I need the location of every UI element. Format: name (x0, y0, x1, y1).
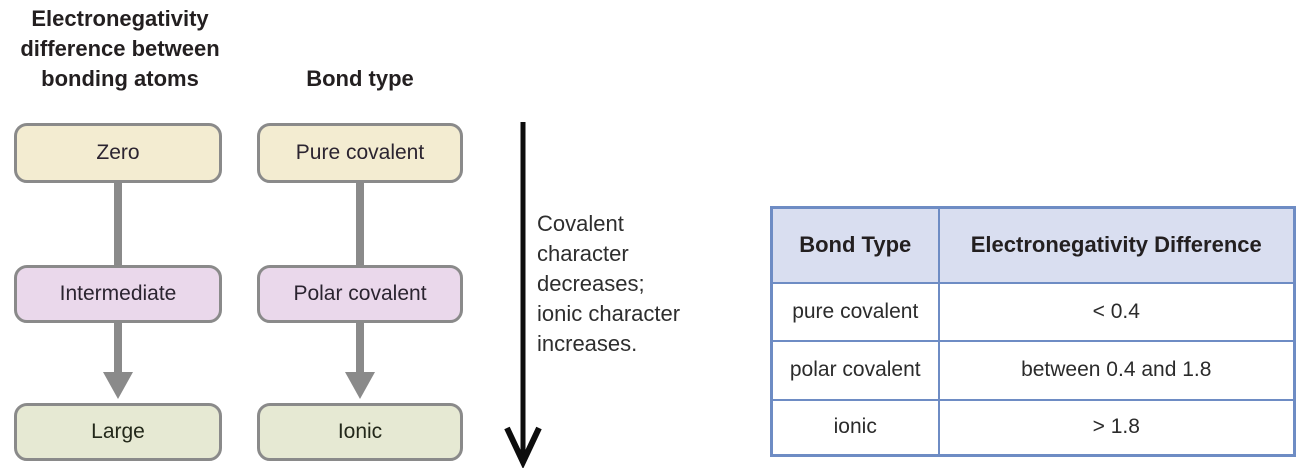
header-line: Electronegativity (31, 6, 209, 31)
table-row: pure covalent < 0.4 (770, 281, 1296, 342)
table-row: polar covalent between 0.4 and 1.8 (770, 339, 1296, 401)
trend-note-line: ionic character (537, 301, 681, 326)
cell-bond-type: ionic (770, 398, 940, 457)
flow-box-polar-covalent: Polar covalent (257, 265, 463, 323)
table-header-electronegativity-difference: Electronegativity Difference (937, 206, 1296, 284)
flow-box-ionic: Ionic (257, 403, 463, 461)
header-line: difference between (20, 36, 220, 61)
flow-box-large: Large (14, 403, 222, 461)
electronegativity-table: Bond Type Electronegativity Difference p… (770, 206, 1296, 457)
trend-down-arrow (504, 122, 542, 468)
trend-note: Covalent character decreases; ionic char… (537, 209, 722, 359)
table-row: ionic > 1.8 (770, 398, 1296, 457)
electronegativity-column-header: Electronegativity difference between bon… (0, 4, 240, 94)
cell-difference: < 0.4 (937, 281, 1296, 342)
flow-box-pure-covalent: Pure covalent (257, 123, 463, 183)
trend-note-line: decreases; (537, 271, 645, 296)
trend-note-line: character (537, 241, 629, 266)
trend-note-line: Covalent (537, 211, 624, 236)
table-header-row: Bond Type Electronegativity Difference (770, 206, 1296, 284)
trend-note-line: increases. (537, 331, 638, 356)
cell-bond-type: polar covalent (770, 339, 940, 401)
cell-bond-type: pure covalent (770, 281, 940, 342)
header-line: bonding atoms (41, 66, 199, 91)
cell-difference: between 0.4 and 1.8 (937, 339, 1296, 401)
cell-difference: > 1.8 (937, 398, 1296, 457)
flow-box-zero: Zero (14, 123, 222, 183)
bond-type-column-header: Bond type (306, 66, 414, 91)
table-header-bond-type: Bond Type (770, 206, 940, 284)
flow-box-intermediate: Intermediate (14, 265, 222, 323)
